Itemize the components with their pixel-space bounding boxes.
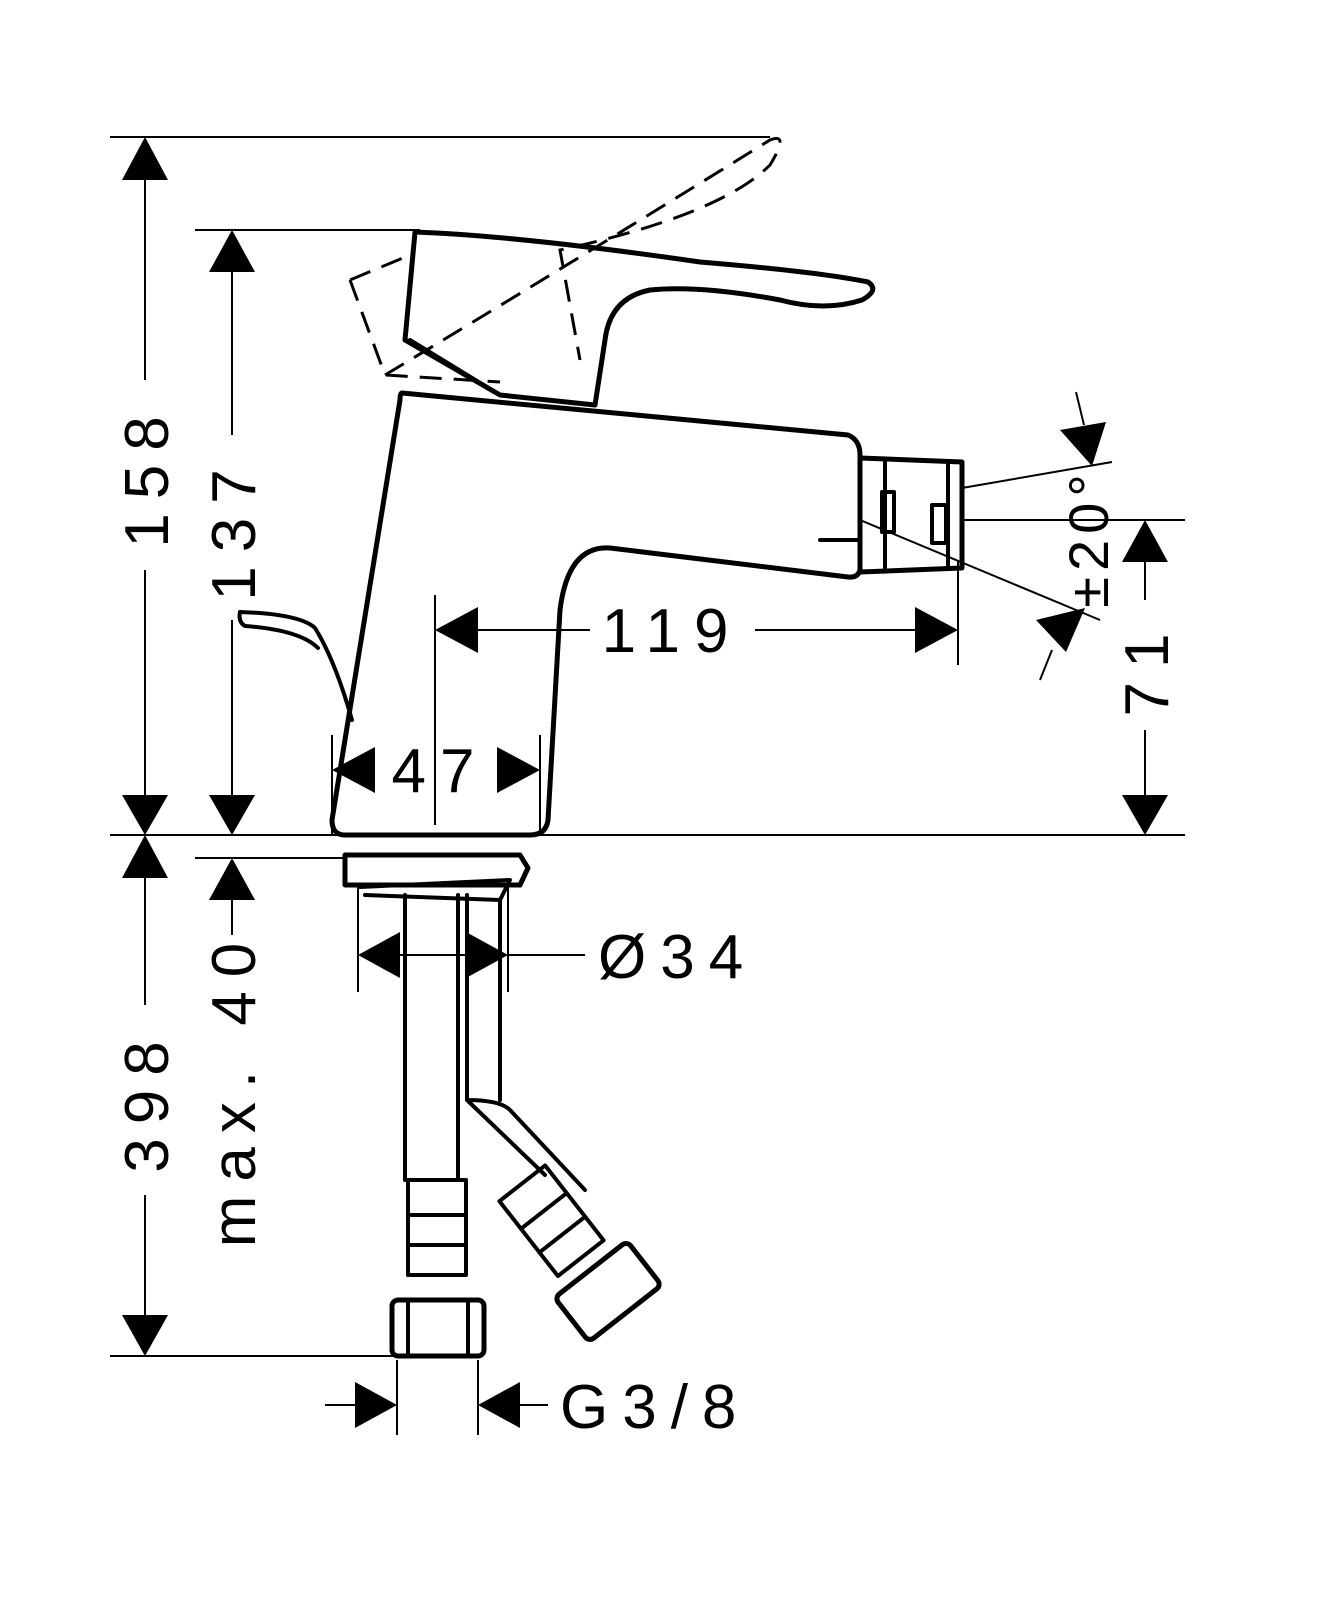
lever-handle — [402, 229, 876, 408]
dim-119: 119 — [602, 597, 743, 666]
popup-rod — [238, 610, 354, 722]
faucet — [237, 137, 965, 1359]
dim-g3-8: G3/8 — [560, 1373, 750, 1442]
dim-max-40: max. 40 — [200, 929, 269, 1248]
reference-lines — [110, 136, 1185, 1357]
dim-71: 71 — [1113, 620, 1182, 717]
supply-hoses — [389, 893, 662, 1359]
mounting-base — [342, 852, 531, 902]
dim-angle-20: ±20° — [1057, 468, 1120, 607]
dim-diameter-34: Ø34 — [598, 923, 757, 992]
dimension-lines — [122, 137, 1168, 1435]
lever-open-position — [348, 137, 782, 384]
dimension-labels: 158 137 398 max. 40 71 119 47 Ø34 G3/8 ±… — [113, 402, 1182, 1442]
dim-158: 158 — [113, 402, 182, 547]
dim-398: 398 — [113, 1027, 182, 1172]
dim-47: 47 — [392, 737, 489, 806]
dim-137: 137 — [200, 455, 269, 600]
